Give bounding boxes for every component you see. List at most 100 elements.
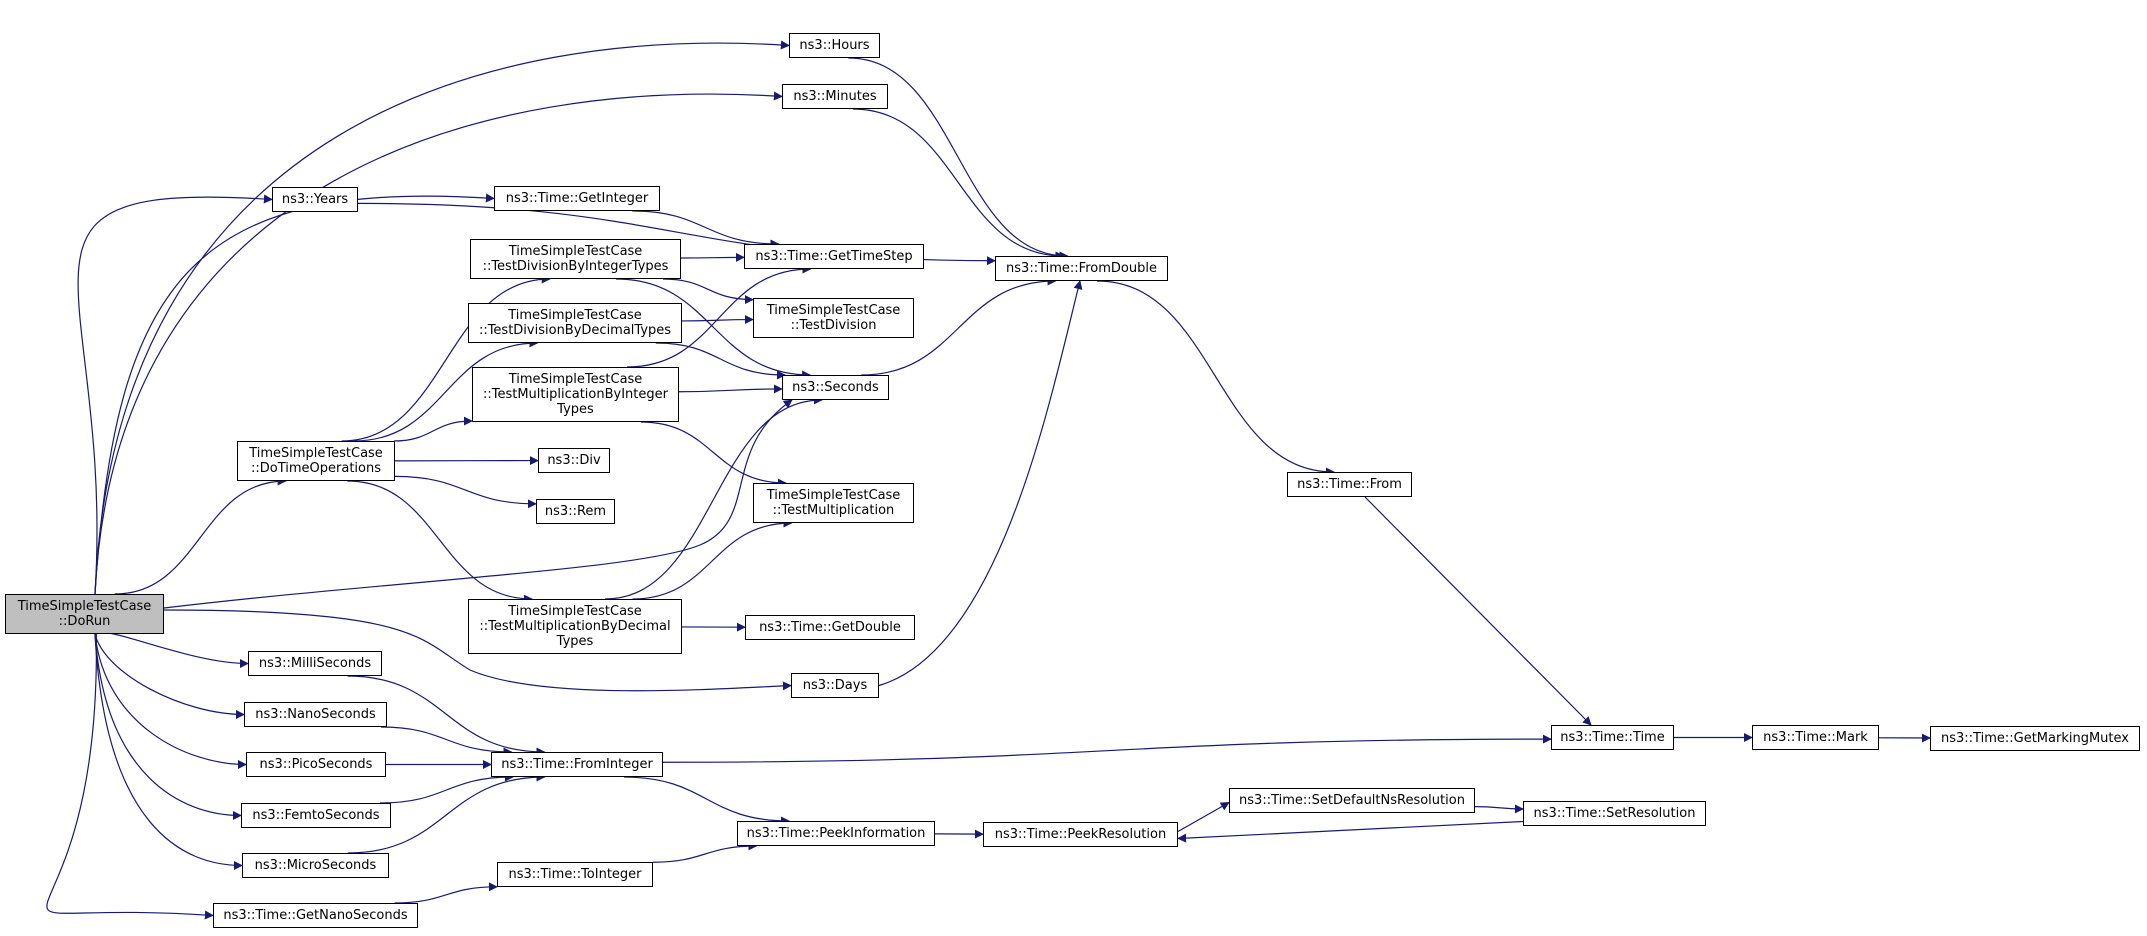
node-label-line: ns3::Time::SetDefaultNsResolution [1239, 793, 1465, 808]
node-label-line: ns3::Time::Time [1560, 730, 1665, 745]
node-setdefault[interactable]: ns3::Time::SetDefaultNsResolution [1229, 788, 1475, 813]
edge-seconds-to-fromdouble [861, 276, 1057, 376]
node-label-line: ns3::Time::SetResolution [1533, 806, 1696, 821]
edge-frominteger-to-peekinfo [623, 776, 790, 826]
node-label-line: ::TestDivisionByIntegerTypes [482, 259, 669, 274]
node-label-line: ::TestDivision [790, 318, 877, 333]
node-time[interactable]: ns3::Time::Time [1551, 725, 1674, 750]
node-label-line: TimeSimpleTestCase [766, 488, 901, 503]
node-peekinfo[interactable]: ns3::Time::PeekInformation [737, 821, 935, 846]
node-minutes[interactable]: ns3::Minutes [782, 84, 888, 109]
node-frominteger[interactable]: ns3::Time::FromInteger [491, 752, 663, 777]
node-getnano[interactable]: ns3::Time::GetNanoSeconds [213, 903, 418, 928]
node-label-line: ns3::Time::From [1297, 477, 1402, 492]
edge-hours-to-fromdouble [848, 57, 1069, 261]
node-setres[interactable]: ns3::Time::SetResolution [1523, 801, 1706, 826]
edge-dotimeops-to-tmulint [394, 416, 473, 442]
node-label-line: ::TestDivisionByDecimalTypes [478, 323, 672, 338]
node-label-line: ns3::Div [547, 453, 601, 468]
node-label-line: ns3::Seconds [792, 380, 879, 395]
edge-dorun-to-nano [94, 633, 245, 719]
edge-dotimeops-to-tdivdec [353, 338, 539, 442]
node-pico[interactable]: ns3::PicoSeconds [246, 752, 386, 777]
node-label-line: ns3::Time::GetNanoSeconds [223, 908, 408, 923]
edge-tdivdec-to-seconds [655, 342, 786, 380]
node-micro[interactable]: ns3::MicroSeconds [242, 853, 389, 878]
node-label-line: ::DoTimeOperations [250, 461, 381, 476]
node-tmulint[interactable]: TimeSimpleTestCase::TestMultiplicationBy… [472, 367, 679, 422]
node-label-line: ns3::Time::ToInteger [508, 867, 642, 882]
node-mark[interactable]: ns3::Time::Mark [1752, 725, 1879, 750]
edge-dorun-to-getinteger [94, 193, 495, 595]
node-femto[interactable]: ns3::FemtoSeconds [241, 803, 391, 828]
node-label-line: ns3::Time::PeekInformation [746, 826, 926, 841]
edge-tointeger-to-peekinfo [652, 841, 758, 863]
node-tmul[interactable]: TimeSimpleTestCase::TestMultiplication [753, 483, 914, 523]
edge-frominteger-to-time [662, 734, 1552, 763]
node-seconds[interactable]: ns3::Seconds [782, 375, 889, 400]
edge-minutes-to-fromdouble [852, 108, 1065, 261]
node-nano[interactable]: ns3::NanoSeconds [244, 702, 387, 727]
node-peekres[interactable]: ns3::Time::PeekResolution [983, 822, 1178, 847]
edge-tdivint-to-tdiv [662, 278, 754, 305]
node-tdivdec[interactable]: TimeSimpleTestCase::TestDivisionByDecima… [468, 303, 682, 343]
node-from[interactable]: ns3::Time::From [1287, 472, 1412, 497]
node-getdouble[interactable]: ns3::Time::GetDouble [745, 615, 915, 640]
node-label-line: TimeSimpleTestCase [508, 372, 643, 387]
edge-tmulint-to-gettimestep [627, 264, 812, 368]
edge-nano-to-frominteger [380, 726, 513, 757]
edge-dotimeops-to-tdivint [341, 274, 551, 442]
edge-micro-to-frominteger [347, 772, 546, 854]
node-label-line: ns3::Time::FromInteger [501, 757, 653, 772]
node-days[interactable]: ns3::Days [791, 673, 879, 698]
node-dorun[interactable]: TimeSimpleTestCase::DoRun [5, 594, 164, 634]
node-label-line: Types [557, 402, 594, 417]
node-label-line: TimeSimpleTestCase [17, 599, 152, 614]
edge-dorun-to-days [163, 609, 792, 692]
node-tmuldec[interactable]: TimeSimpleTestCase::TestMultiplicationBy… [468, 599, 682, 654]
node-label-line: ns3::Time::GetMarkingMutex [1941, 731, 2129, 746]
node-label-line: TimeSimpleTestCase [508, 308, 642, 323]
node-label-line: ns3::NanoSeconds [255, 707, 376, 722]
edge-dorun-to-years [77, 194, 273, 595]
node-getinteger[interactable]: ns3::Time::GetInteger [494, 186, 660, 211]
node-label-line: ns3::MicroSeconds [254, 858, 377, 873]
node-mutex[interactable]: ns3::Time::GetMarkingMutex [1930, 726, 2140, 751]
node-label-line: TimeSimpleTestCase [508, 244, 643, 259]
node-label-line: ns3::Days [802, 678, 868, 693]
edge-dorun-to-dotimeops [114, 476, 287, 595]
edge-getinteger-to-gettimestep [632, 210, 780, 249]
edge-peekres-to-setdefault [1177, 801, 1230, 833]
node-label-line: ::DoRun [58, 614, 111, 629]
edge-dorun-to-femto [94, 633, 242, 820]
node-label-line: ns3::Years [281, 192, 349, 207]
node-milli[interactable]: ns3::MilliSeconds [248, 651, 382, 676]
edge-dorun-to-getnano [46, 593, 214, 920]
node-label-line: ::TestMultiplication [772, 503, 895, 518]
edge-tmulint-to-tmul [640, 421, 787, 488]
node-label-line: ::TestMultiplicationByDecimal [479, 619, 671, 634]
node-fromdouble[interactable]: ns3::Time::FromDouble [995, 256, 1168, 281]
node-dotimeops[interactable]: TimeSimpleTestCase::DoTimeOperations [237, 441, 395, 481]
node-tdivint[interactable]: TimeSimpleTestCase::TestDivisionByIntege… [470, 239, 681, 279]
node-label-line: ns3::Time::PeekResolution [994, 827, 1167, 842]
node-years[interactable]: ns3::Years [272, 187, 358, 212]
edge-getnano-to-tointeger [394, 882, 498, 904]
node-gettimestep[interactable]: ns3::Time::GetTimeStep [744, 244, 924, 269]
node-label-line: TimeSimpleTestCase [508, 604, 642, 619]
node-label-line: ::TestMultiplicationByInteger [482, 387, 668, 402]
edge-femto-to-frominteger [379, 772, 514, 804]
edge-dorun-to-pico [94, 633, 247, 769]
edge-fromdouble-to-from [1097, 280, 1335, 477]
node-label-line: TimeSimpleTestCase [766, 303, 901, 318]
edge-tdivint-to-gettimestep [680, 252, 745, 262]
node-tointeger[interactable]: ns3::Time::ToInteger [497, 862, 653, 887]
node-tdiv[interactable]: TimeSimpleTestCase::TestDivision [753, 298, 914, 338]
node-hours[interactable]: ns3::Hours [789, 33, 880, 58]
node-rem[interactable]: ns3::Rem [536, 499, 615, 524]
node-div[interactable]: ns3::Div [538, 448, 610, 473]
node-label-line: ns3::Rem [544, 504, 607, 519]
node-label-line: ns3::FemtoSeconds [252, 808, 380, 823]
